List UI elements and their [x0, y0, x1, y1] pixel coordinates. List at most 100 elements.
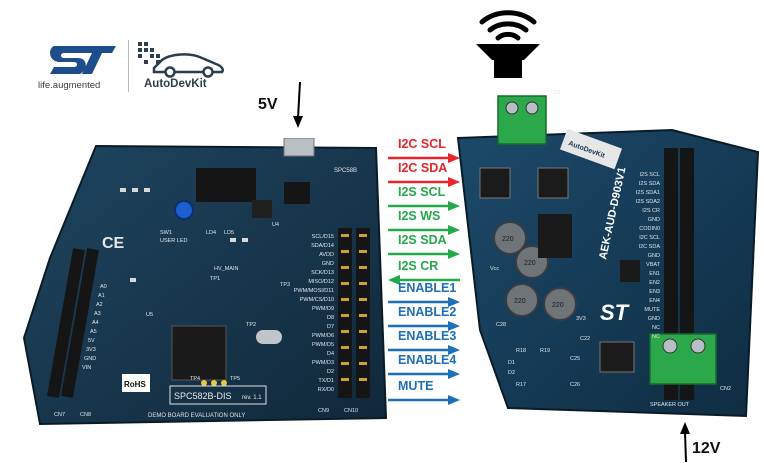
cap-value: 220 — [502, 236, 514, 243]
left-pin-label: A5 — [90, 329, 97, 335]
signal-label: I2S CR — [398, 259, 439, 273]
pin-label: EN1 — [649, 271, 660, 277]
speaker-icon — [476, 10, 540, 78]
component-label: LD5 — [224, 230, 234, 236]
signal-arrow-right-icon — [388, 395, 460, 405]
left-pin-label: A3 — [94, 311, 101, 317]
pin-label: GND — [648, 316, 660, 322]
component-label: CN10 — [344, 408, 358, 414]
signal-label: I2S WS — [398, 209, 441, 223]
component-label: TP4 — [190, 376, 200, 382]
signal-arrow-right-icon — [388, 297, 460, 307]
power-arrow-5v — [293, 81, 303, 128]
left-pin-label: A1 — [98, 293, 105, 299]
signal-arrow-right-icon — [388, 201, 460, 211]
st-logo-icon — [48, 46, 116, 74]
cap-value: 220 — [552, 302, 564, 309]
signal-arrow-right-icon — [388, 249, 460, 259]
left-board-name: SPC582B-DIS — [174, 391, 232, 401]
component-label: C22 — [580, 336, 590, 342]
pin-label: D8 — [327, 315, 334, 321]
component-label: TP2 — [246, 322, 256, 328]
cap-value: 220 — [514, 298, 526, 305]
component-label: CN8 — [80, 412, 91, 418]
pin-label: EN2 — [649, 280, 660, 286]
component-label: HV_MAIN — [214, 266, 238, 272]
autodevkit-text: AutoDevKit — [144, 78, 207, 90]
signal-label: ENABLE1 — [398, 281, 457, 295]
pin-label: VBAT — [646, 262, 661, 268]
left-board-footer: DEMO BOARD EVALUATION ONLY — [148, 413, 245, 419]
component-label: SPEAKER OUT — [650, 402, 690, 408]
component-label: R19 — [540, 348, 550, 354]
power-arrow-12v — [680, 422, 690, 463]
left-pin-label: A0 — [100, 284, 107, 290]
pin-label: SCK/D13 — [311, 270, 334, 276]
signal-label: I2C SDA — [398, 161, 448, 175]
chip-label: SPC58B — [334, 168, 357, 174]
pin-label: I2S SDA2 — [636, 199, 660, 205]
pin-label: RX/D0 — [318, 387, 334, 393]
signal-label: ENABLE3 — [398, 329, 457, 343]
pin-label: I2S SDA — [639, 181, 660, 187]
pin-label: PWM/D5 — [312, 342, 334, 348]
signal-label: ENABLE4 — [398, 353, 457, 367]
left-board-rev: rev. 1.1 — [242, 395, 262, 401]
signal-label: I2S SCL — [398, 185, 446, 199]
cap-value: 220 — [524, 260, 536, 267]
component-label: CN7 — [54, 412, 65, 418]
component-label: TP5 — [230, 376, 240, 382]
pin-label: GND — [648, 217, 660, 223]
left-pin-label: GND — [84, 356, 96, 362]
component-label: LD4 — [206, 230, 216, 236]
pin-label: PWM/D6 — [312, 333, 334, 339]
component-label: U4 — [272, 222, 279, 228]
pin-label: SDA/D14 — [311, 243, 334, 249]
signal-label: ENABLE2 — [398, 305, 457, 319]
pin-label: GND — [648, 253, 660, 259]
voltage-label-5v: 5V — [258, 96, 278, 113]
signal-arrow-right-icon — [388, 153, 460, 163]
pin-label: GND — [322, 261, 334, 267]
right-board-aek-aud-d903v1: 220 220 220 220 ST AutoDevKit AEK-AUD-D9… — [456, 90, 760, 418]
component-label: D1 — [508, 360, 515, 366]
pin-label: CODIN0 — [639, 226, 660, 232]
signal-label: MUTE — [398, 379, 434, 393]
left-board-spc582b: CE RoHS SPC582B-DIS rev. 1.1 DEMO BOARD … — [22, 138, 388, 426]
component-label: R17 — [516, 382, 526, 388]
signal-arrow-right-icon — [388, 369, 460, 379]
pin-label: I2S SCL — [640, 172, 660, 178]
left-pin-label: A4 — [92, 320, 99, 326]
pin-label: TX/D1 — [318, 378, 334, 384]
pin-label: I2C SCL — [639, 235, 660, 241]
component-label: R18 — [516, 348, 526, 354]
pin-label: MUTE — [644, 307, 660, 313]
component-label: 3V3 — [576, 316, 586, 322]
pin-label: I2C SDA — [639, 244, 661, 250]
signal-arrow-right-icon — [388, 321, 460, 331]
signal-arrow-right-icon — [388, 345, 460, 355]
signal-label: I2S SDA — [398, 233, 447, 247]
pin-label: SCL/D15 — [312, 234, 334, 240]
pin-label: D4 — [327, 351, 334, 357]
component-label: CN2 — [720, 386, 731, 392]
component-label: TP3 — [280, 282, 290, 288]
pin-label: PWM/D3 — [312, 360, 334, 366]
component-label: TP1 — [210, 276, 220, 282]
component-label: CN1 — [550, 90, 561, 96]
component-label: D2 — [508, 370, 515, 376]
st-tagline: life.augmented — [38, 80, 101, 91]
left-pin-label: 3V3 — [86, 347, 96, 353]
component-label: C28 — [496, 322, 506, 328]
component-label: C26 — [570, 382, 580, 388]
pin-label: EN4 — [649, 298, 660, 304]
pin-label: EN3 — [649, 289, 660, 295]
pin-label: I2S SDA1 — [636, 190, 660, 196]
autodevkit-car-icon — [138, 42, 224, 78]
signal-label: I2C SCL — [398, 137, 446, 151]
pin-label: PWM/D9 — [312, 306, 334, 312]
signal-arrow-left-icon — [388, 275, 460, 285]
left-pin-label: A2 — [96, 302, 103, 308]
signal-arrow-right-icon — [388, 177, 460, 187]
pin-label: D7 — [327, 324, 334, 330]
